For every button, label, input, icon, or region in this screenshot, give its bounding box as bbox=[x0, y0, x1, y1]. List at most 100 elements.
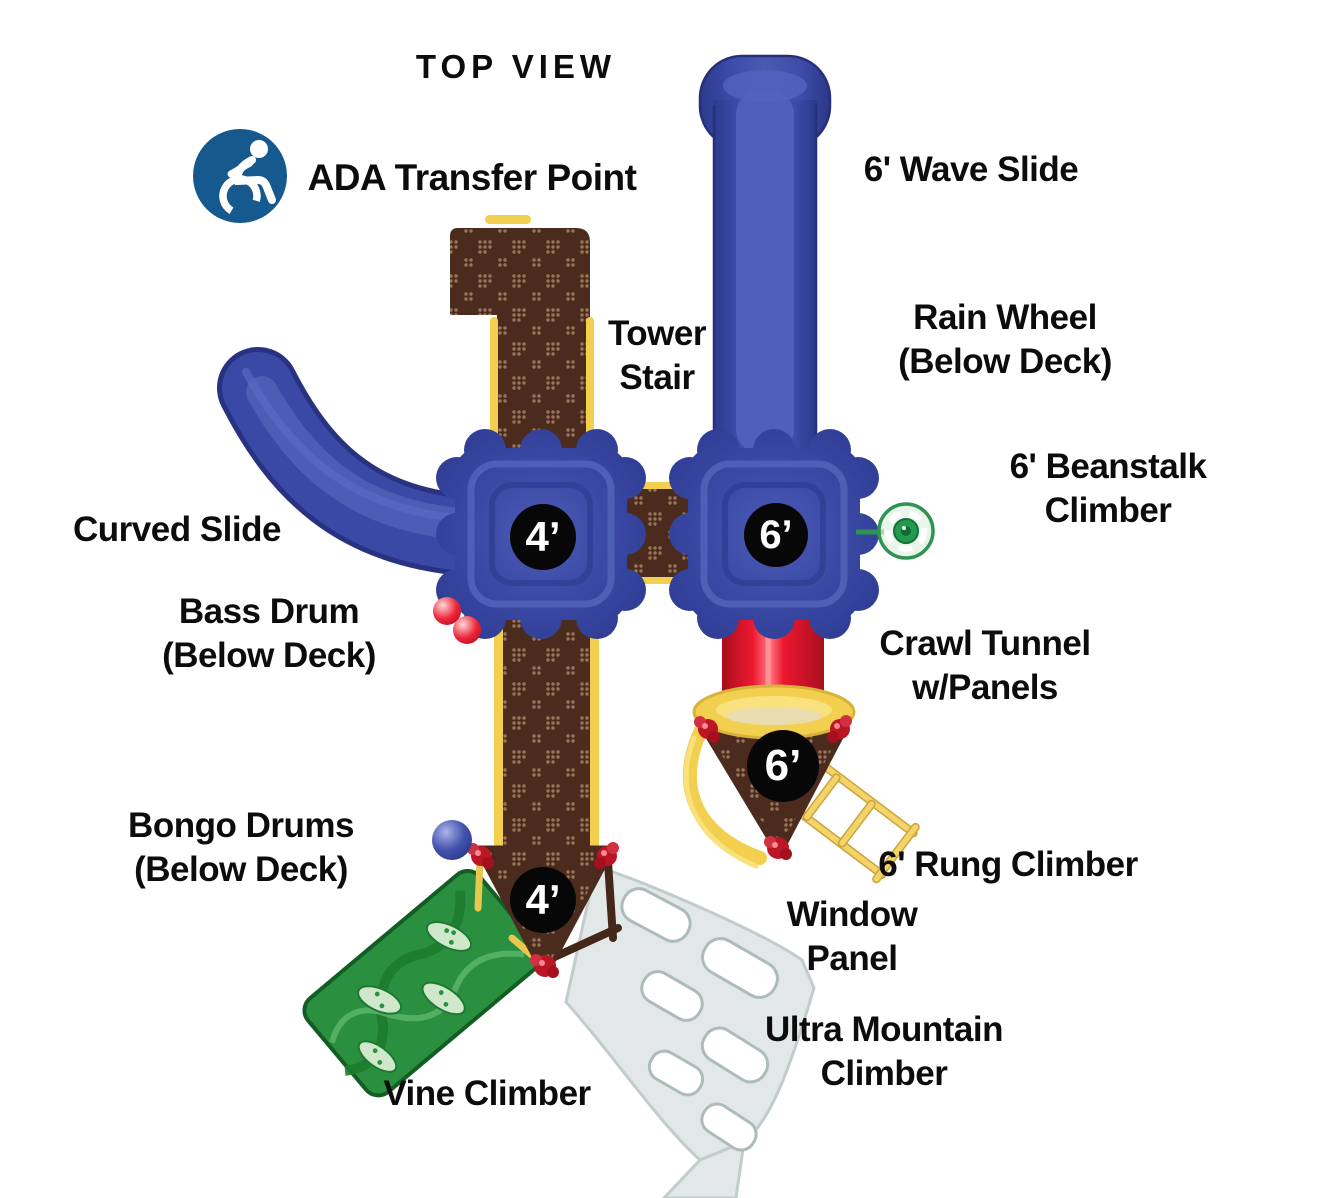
deck-marker-4ft-main: 4’ bbox=[510, 504, 576, 570]
lower-perforations bbox=[503, 612, 590, 855]
beanstalk-hub-dot bbox=[902, 526, 906, 530]
bass-drum-balls bbox=[433, 597, 481, 644]
collar-inner bbox=[726, 707, 822, 725]
triangle-6-knobs bbox=[694, 715, 852, 860]
label-line: (Below Deck) bbox=[134, 850, 348, 890]
deck-marker-6ft-main: 6’ bbox=[744, 503, 808, 567]
knob bbox=[530, 954, 559, 978]
label-line: Crawl Tunnel bbox=[879, 624, 1091, 663]
tower-edge-yellow-right bbox=[586, 317, 594, 449]
label-line: w/Panels bbox=[912, 668, 1058, 708]
ada-figure-head bbox=[250, 140, 268, 158]
curved-slide bbox=[217, 347, 506, 576]
label-bass-drum: Bass Drum (Below Deck) bbox=[162, 590, 376, 678]
label-line: Climber bbox=[820, 1054, 948, 1094]
label-line: Panel bbox=[806, 939, 898, 979]
vine-leaf bbox=[421, 981, 466, 1016]
vine-stem-light bbox=[328, 950, 525, 1044]
mountain-hold bbox=[647, 1049, 705, 1097]
deck-marker-text: 4’ bbox=[525, 513, 561, 560]
wave-slide bbox=[698, 54, 832, 452]
label-line: Rain Wheel bbox=[913, 298, 1097, 337]
label-line: Window bbox=[786, 895, 918, 934]
label-bongo-drums: Bongo Drums (Below Deck) bbox=[128, 804, 354, 892]
label-line: Stair bbox=[619, 358, 695, 398]
label-window-panel: Window Panel bbox=[787, 893, 918, 981]
mountain-panel-lower bbox=[661, 1139, 746, 1198]
ladder-rung bbox=[837, 799, 876, 848]
tower-top-edge-yellow bbox=[485, 215, 531, 224]
ada-figure-arm bbox=[227, 159, 254, 178]
label-line: Ultra Mountain bbox=[765, 1010, 1003, 1049]
tunnel-bottom-collar bbox=[692, 684, 856, 740]
tower-stair-perforations bbox=[450, 228, 590, 450]
lower-walkway bbox=[494, 612, 599, 855]
label-line: Climber bbox=[1044, 491, 1172, 531]
deck-marker-4ft-triangle: 4’ bbox=[510, 867, 576, 933]
tower-edge-yellow-left bbox=[490, 317, 498, 449]
vine-leaf bbox=[357, 985, 403, 1015]
window-panel-rod bbox=[604, 858, 617, 942]
tower-stair-walkway bbox=[450, 215, 594, 450]
deck6-ridge-outer bbox=[700, 460, 848, 608]
deck-marker-6ft-triangle: 6’ bbox=[747, 730, 819, 802]
mountain-hold bbox=[700, 1026, 770, 1084]
label-line: Bongo Drums bbox=[128, 806, 354, 845]
mountain-holds bbox=[620, 887, 779, 1152]
window-panel-rod-2 bbox=[544, 924, 622, 964]
label-line: 6' Beanstalk bbox=[1009, 447, 1207, 486]
beanstalk-wheel-slots bbox=[885, 510, 927, 552]
label-ada-transfer-point: ADA Transfer Point bbox=[307, 157, 637, 198]
main-deck-6 bbox=[669, 429, 879, 639]
bongo-drums-ball bbox=[432, 820, 472, 860]
label-tower-stair: Tower Stair bbox=[608, 312, 706, 400]
triangle-6-yellow-band bbox=[683, 725, 767, 865]
vine-leaf bbox=[425, 921, 473, 952]
knob bbox=[467, 843, 494, 869]
deck-marker-text: 4’ bbox=[525, 876, 561, 923]
curved-slide-highlight bbox=[242, 368, 462, 522]
knob bbox=[594, 842, 619, 869]
ladder-rung bbox=[802, 773, 841, 821]
label-line: (Below Deck) bbox=[162, 636, 376, 676]
vine-leaves bbox=[357, 921, 473, 1073]
mountain-hold bbox=[640, 970, 704, 1022]
triangle-6-yellow-band-highlight bbox=[683, 735, 759, 869]
ada-wheel bbox=[219, 175, 261, 217]
deck4-ridge-outer bbox=[467, 460, 615, 608]
ladder-rung bbox=[872, 822, 920, 884]
label-rain-wheel: Rain Wheel (Below Deck) bbox=[898, 296, 1112, 384]
deck6-ridge-inner bbox=[722, 482, 826, 586]
label-line: Bass Drum bbox=[178, 592, 360, 631]
page-title: TOP VIEW bbox=[415, 48, 617, 85]
beanstalk-climber bbox=[856, 502, 935, 560]
mountain-hold bbox=[701, 937, 779, 999]
label-beanstalk-climber: 6' Beanstalk Climber bbox=[1010, 445, 1207, 533]
bass-drum-ball bbox=[433, 597, 461, 625]
lower-edge-yellow-left bbox=[494, 615, 503, 853]
wave-slide-cap-highlight bbox=[723, 70, 807, 102]
deck4-ridge-inner bbox=[489, 482, 593, 586]
vine-attach-rod-yellow bbox=[474, 856, 484, 912]
deck-marker-text: 6’ bbox=[764, 741, 802, 790]
knob bbox=[694, 716, 720, 743]
ada-transfer-icon bbox=[193, 129, 287, 223]
vine-leaf bbox=[357, 1040, 398, 1073]
knob bbox=[827, 715, 852, 743]
knob bbox=[764, 836, 792, 860]
label-line: (Below Deck) bbox=[898, 342, 1112, 382]
label-line: Tower bbox=[608, 314, 706, 353]
label-curved-slide: Curved Slide bbox=[73, 510, 281, 549]
wave-slide-channel bbox=[736, 92, 794, 452]
label-vine-climber: Vine Climber bbox=[383, 1074, 591, 1113]
bass-drum-ball bbox=[453, 616, 481, 644]
lower-edge-yellow-right bbox=[590, 615, 599, 853]
label-rung-climber: 6' Rung Climber bbox=[878, 845, 1138, 884]
label-wave-slide: 6' Wave Slide bbox=[863, 150, 1079, 189]
triangle-4-knobs bbox=[467, 842, 619, 978]
ultra-mountain-climber bbox=[564, 864, 816, 1198]
label-ultra-mountain: Ultra Mountain Climber bbox=[765, 1008, 1003, 1096]
label-crawl-tunnel: Crawl Tunnel w/Panels bbox=[879, 622, 1091, 710]
vine-leaf-dots bbox=[372, 928, 457, 1065]
